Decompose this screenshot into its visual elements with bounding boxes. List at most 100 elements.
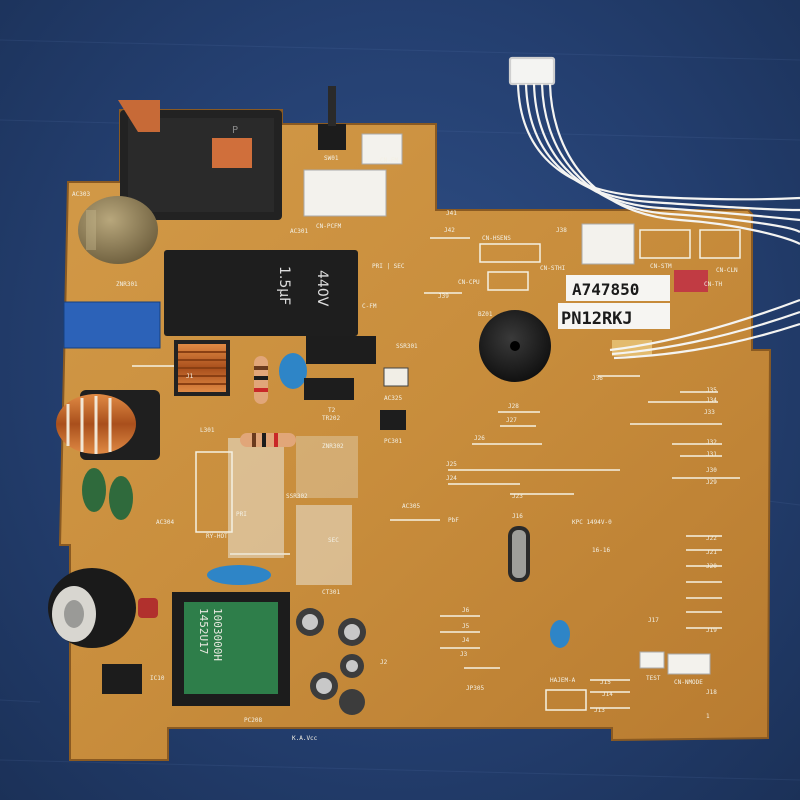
silk-tr202: TR202 [322, 415, 340, 422]
silk-pri-sec: PRI | SEC [372, 263, 405, 270]
silk-ac304: AC304 [156, 519, 174, 526]
silk-ac325: AC325 [384, 395, 402, 402]
pc301 [380, 410, 406, 430]
silk-l301: L301 [200, 427, 215, 434]
silk-cn-fm: CN-FM [380, 157, 398, 164]
ssr301 [306, 336, 376, 364]
silk-t2: T2 [328, 407, 336, 414]
inductor-l301 [174, 340, 230, 396]
silk-j36: J36 [592, 375, 603, 382]
silk-date: 16-16 [592, 547, 610, 554]
board-code-sticker [566, 275, 670, 301]
blue-capacitor-1 [279, 353, 307, 389]
silk-j2: J2 [380, 659, 388, 666]
silk-ct301: CT301 [322, 589, 340, 596]
transistor-t2 [304, 378, 354, 400]
silk-j42: J42 [444, 227, 455, 234]
silk-j26: J26 [474, 435, 485, 442]
red-capacitor [138, 598, 158, 618]
silk-nmode: CN-NMODE [674, 679, 703, 686]
silk-j34: J34 [706, 397, 717, 404]
silk-j32: J32 [706, 439, 717, 446]
switch-sw01 [318, 86, 346, 150]
blue-capacitor-3 [550, 620, 570, 648]
silk-j21: J21 [706, 549, 717, 556]
silk-j29: J29 [706, 479, 717, 486]
axial-capacitor [508, 526, 530, 582]
silk-mark-1: 1 [706, 713, 710, 720]
green-capacitor-2 [109, 476, 133, 520]
silk-j35: J35 [706, 387, 717, 394]
capacitor-cap: 1.5μF [276, 266, 292, 305]
relay: P [118, 100, 282, 220]
silk-sthi: CN-STHI [540, 265, 566, 272]
resistor-2 [240, 433, 296, 447]
silk-jp305: JP305 [466, 685, 484, 692]
silk-kavcc: K.A.Vcc [292, 735, 318, 742]
silk-j16: J16 [512, 513, 523, 520]
silk-pbf: PbF [448, 517, 459, 524]
transformer-code-2: 1452U17 [197, 608, 210, 654]
wire-harness [508, 56, 800, 360]
ic10 [102, 664, 142, 694]
silk-hajem: HAJEM-A [550, 677, 576, 684]
silk-znr301: ZNR301 [116, 281, 138, 288]
small-capacitors [296, 608, 366, 715]
blue-capacitor-2 [207, 565, 271, 585]
model-sticker [558, 303, 670, 329]
silk-j19: J19 [706, 627, 717, 634]
transformer-code-1: 1003000H [211, 608, 224, 661]
silk-ry-hot: RY-HOT [206, 533, 228, 540]
svg-text:P: P [232, 125, 238, 136]
silk-j14: J14 [602, 691, 613, 698]
silk-j28: J28 [508, 403, 519, 410]
fan-capacitor: 440V 1.5μF [164, 250, 358, 336]
silk-j24: J24 [446, 475, 457, 482]
silk-ac303: AC303 [72, 191, 90, 198]
model-code: PN12RKJ [561, 309, 633, 329]
silk-j39: J39 [438, 293, 449, 300]
silk-cln: CN-CLN [716, 267, 738, 274]
silk-hsens: CN-HSENS [482, 235, 511, 242]
silk-j13: J13 [594, 707, 605, 714]
silk-cpu: CN-CPU [458, 279, 480, 286]
silk-ic10: IC10 [150, 675, 165, 682]
silk-j25: J25 [446, 461, 457, 468]
silkscreen-text: CN-PCFM CN-FM SW01 CN-HSENS CN-STHI CN-S… [72, 155, 738, 742]
silk-cfm: C-FM [362, 303, 377, 310]
silk-j17: J17 [648, 617, 659, 624]
green-capacitor-1 [82, 468, 106, 512]
silk-j5: J5 [462, 623, 470, 630]
silk-j6: J6 [462, 607, 470, 614]
connectors [303, 133, 741, 711]
silk-j23: J23 [512, 493, 523, 500]
disc-varistor [78, 196, 158, 264]
silk-j31: J31 [706, 451, 717, 458]
inductor-left [56, 390, 160, 460]
blue-component [63, 301, 161, 349]
transformer: 1003000H 1452U17 [172, 592, 290, 706]
silk-j41: J41 [446, 210, 457, 217]
silkscreen-jumpers [132, 237, 740, 709]
board-code: A747850 [572, 280, 639, 299]
silk-j18: J18 [706, 689, 717, 696]
silk-test: TEST [646, 675, 661, 682]
silk-j4: J4 [462, 637, 470, 644]
silk-j30: J30 [706, 467, 717, 474]
silk-j3: J3 [460, 651, 468, 658]
silk-j20: J20 [706, 563, 717, 570]
silk-stm: CN-STM [650, 263, 672, 270]
silk-j15: J15 [600, 679, 611, 686]
silk-j33: J33 [704, 409, 715, 416]
silk-cn-pcfm: CN-PCFM [316, 223, 342, 230]
silk-j22: J22 [706, 535, 717, 542]
isolation-zones [195, 436, 358, 585]
silk-ac305: AC305 [402, 503, 420, 510]
capacitor-voltage: 440V [314, 270, 330, 307]
resistor-1 [254, 356, 268, 404]
silk-th: CN-TH [704, 281, 722, 288]
silk-bz01: BZ01 [478, 311, 493, 318]
silk-ssr301: SSR301 [396, 343, 418, 350]
